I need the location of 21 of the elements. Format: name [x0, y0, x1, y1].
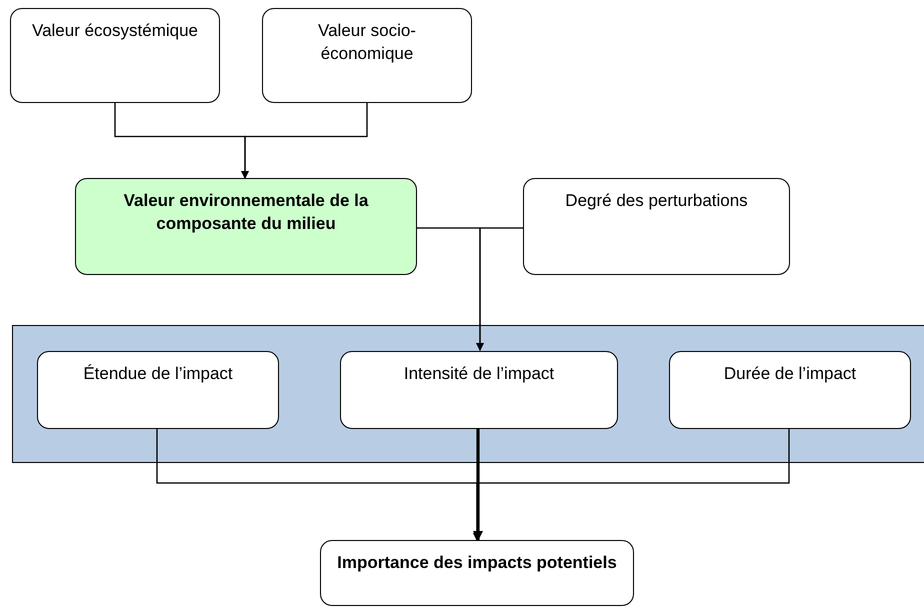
box-label: Valeur écosystémique: [32, 20, 198, 42]
box-label: Importance des impacts potentiels: [337, 552, 617, 574]
process-box: [523, 178, 790, 275]
box-label: Valeur environnementale de la composante du milieu: [122, 190, 370, 235]
connector-arrow: [241, 103, 368, 179]
process-box: [10, 8, 220, 103]
process-box: [340, 351, 618, 429]
group-panel: [12, 325, 924, 463]
box-label: Intensité de l’impact: [404, 363, 554, 385]
process-box: [37, 351, 279, 429]
box-label: Valeur socio-économique: [317, 20, 417, 65]
box-label: Étendue de l’impact: [83, 363, 233, 385]
box-label: Durée de l’impact: [724, 363, 856, 385]
connector-arrow: [473, 428, 790, 541]
connector-arrow: [473, 428, 483, 541]
box-label: Degré des perturbations: [565, 190, 748, 212]
connector-arrow: [476, 227, 523, 351]
process-box: [320, 540, 634, 606]
process-box: [669, 351, 911, 429]
process-box: [262, 8, 472, 103]
highlighted-box: [75, 178, 417, 275]
